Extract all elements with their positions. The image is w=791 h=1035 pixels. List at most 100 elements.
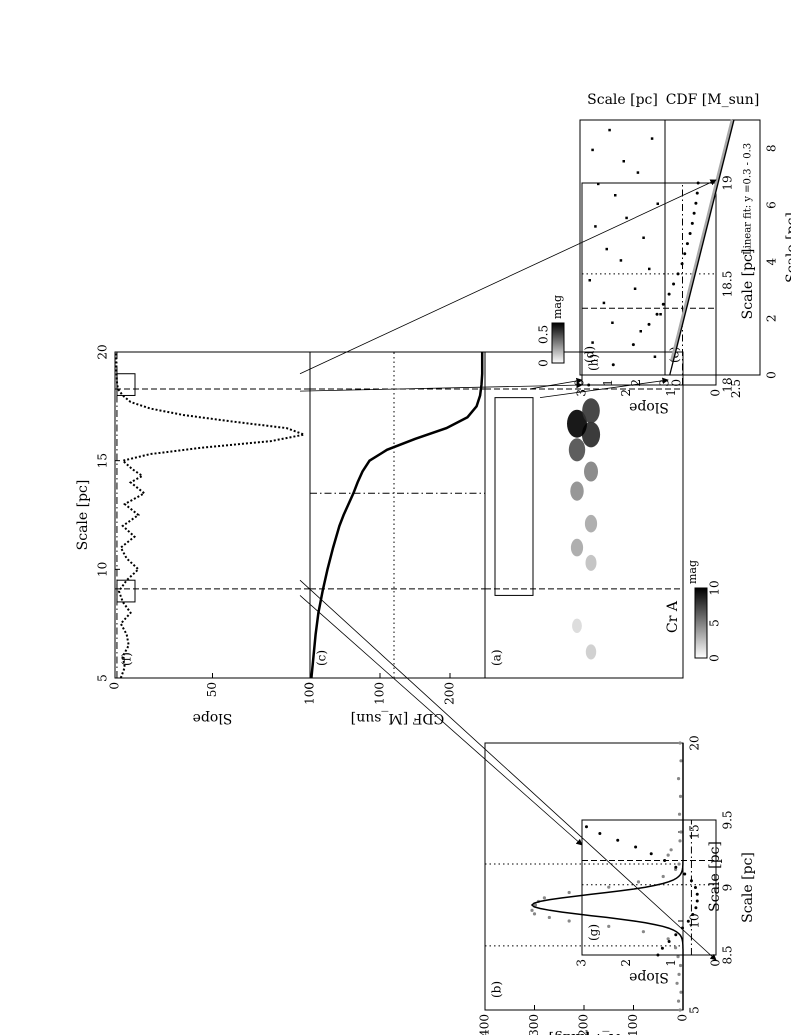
panel-h-point xyxy=(655,312,659,316)
panel-e-fit-annotation: Linear fit: y =0.3 - 0.3 xyxy=(743,143,754,255)
panel-b-point xyxy=(669,848,673,852)
panel-f-label: (f) xyxy=(120,652,134,666)
panel-g-point xyxy=(674,933,678,937)
panel-d-dot xyxy=(636,171,640,174)
panel-f-zoom-box xyxy=(116,579,136,603)
panel-g-point xyxy=(663,859,667,862)
panel-g-point xyxy=(656,953,660,957)
panel-g-point xyxy=(695,899,699,903)
panel-c-ytick-label: 0 xyxy=(303,682,317,690)
panel-b-point xyxy=(641,930,646,934)
panel-a-colorbar-tick: 5 xyxy=(708,619,722,627)
panel-h-point xyxy=(680,262,684,266)
panel-b-label: (b) xyxy=(490,981,504,998)
panel-a-blob xyxy=(572,618,582,634)
panel-d-dot xyxy=(588,279,591,282)
panel-b-point xyxy=(533,903,538,907)
panel-d-dot xyxy=(642,236,645,239)
panel-h-slope-label: Slope xyxy=(629,399,669,415)
panel-g-label: (g) xyxy=(587,924,601,941)
panel-g-ytick-label: 0 xyxy=(709,959,723,967)
panel-e-ytick-label: 2.5 xyxy=(729,379,743,398)
panel-d-frame xyxy=(579,119,666,376)
panel-h-label: (h) xyxy=(587,354,601,371)
panel-g-point xyxy=(674,865,678,869)
panel-g-ytick-label: 3 xyxy=(575,959,589,967)
panel-g-point xyxy=(667,940,671,943)
panel-e-frame xyxy=(664,119,761,376)
panel-g-point xyxy=(686,919,690,923)
panel-e-xtick-label: 8 xyxy=(765,145,779,153)
panel-h-frame xyxy=(581,182,717,386)
connector-arrow xyxy=(299,579,717,961)
panel-h-point xyxy=(672,282,676,286)
panel-b-ytick-label: 400 xyxy=(478,1014,492,1035)
panel-a-blob xyxy=(568,438,586,462)
panel-f-slope-label: Slope xyxy=(193,710,233,726)
panel-e-cdf-label: CDF [M_sun] xyxy=(666,92,760,108)
panel-g-xtick-label: 8.5 xyxy=(721,945,735,964)
panel-c-ytick-label: 200 xyxy=(443,682,457,705)
panel-b-point xyxy=(679,990,683,994)
panel-h-point xyxy=(611,363,615,367)
panel-b-point xyxy=(530,908,534,912)
panel-e-ytick-label: 0 xyxy=(669,379,683,387)
panel-b-point xyxy=(678,794,683,798)
panel-d-dot xyxy=(622,160,625,163)
panel-b-point xyxy=(542,896,547,900)
connector-arrow xyxy=(529,377,583,390)
panel-g-point xyxy=(689,879,693,883)
panel-d-dot xyxy=(591,148,594,152)
panel-d-dot xyxy=(625,216,628,220)
panel-a-blob xyxy=(584,461,598,482)
panel-e-xtick-label: 4 xyxy=(765,257,779,265)
panel-b-ytick-label: 200 xyxy=(577,1014,591,1035)
panel-d-dot xyxy=(653,355,657,358)
panel-d-dot xyxy=(608,128,611,132)
panel-b-point xyxy=(675,981,679,985)
panel-a-blob xyxy=(585,644,597,660)
panel-e-data-line xyxy=(670,119,735,362)
panel-d-dot xyxy=(650,137,654,140)
connector-arrow xyxy=(539,377,669,399)
panel-h-ytick-label: 1 xyxy=(664,389,678,397)
panel-h-point xyxy=(685,242,689,246)
panel-h-point xyxy=(676,272,680,276)
panel-g-point xyxy=(649,852,653,856)
panel-b-point xyxy=(673,946,678,950)
panel-d-colorbar-tick: 0 xyxy=(537,359,551,367)
panel-e-fit-line xyxy=(669,119,735,376)
panel-f-xtick-label: 5 xyxy=(96,674,110,682)
panel-b-point xyxy=(679,830,683,834)
panel-g-ytick-label: 1 xyxy=(664,959,678,967)
panel-d-colorbar-unit: mag xyxy=(551,295,564,319)
panel-g-point xyxy=(683,872,687,876)
panel-h-point xyxy=(661,302,665,306)
panel-g-ytick-label: 2 xyxy=(619,959,633,967)
panel-f-ytick-label: 100 xyxy=(303,682,317,705)
panel-c-cdf-line xyxy=(310,352,484,679)
panel-b-point xyxy=(666,937,670,941)
panel-a-colorbar-tick: 10 xyxy=(708,580,722,595)
connector-arrow xyxy=(299,179,717,375)
panel-b-xtick-label: 5 xyxy=(688,1006,702,1014)
panel-d-dot xyxy=(597,182,600,186)
panel-e-xtick-label: 6 xyxy=(765,201,779,209)
panel-b-av-label: A_v [mag] xyxy=(549,1030,621,1035)
panel-g-point xyxy=(691,913,695,916)
panel-g-xtick-label: 9 xyxy=(721,884,735,892)
panel-f-ytick-label: 0 xyxy=(108,682,122,690)
panel-e-scale-label: Scale [pc] xyxy=(784,212,791,283)
panel-d-dot xyxy=(611,321,614,324)
panel-h-point xyxy=(688,232,692,235)
panel-b-scale-label: Scale [pc] xyxy=(707,841,723,912)
panel-d-dot xyxy=(605,247,608,251)
panel-h-point xyxy=(696,181,700,185)
panel-a-blob xyxy=(567,409,587,438)
panel-d-scale-label: Scale [pc] xyxy=(587,92,658,108)
